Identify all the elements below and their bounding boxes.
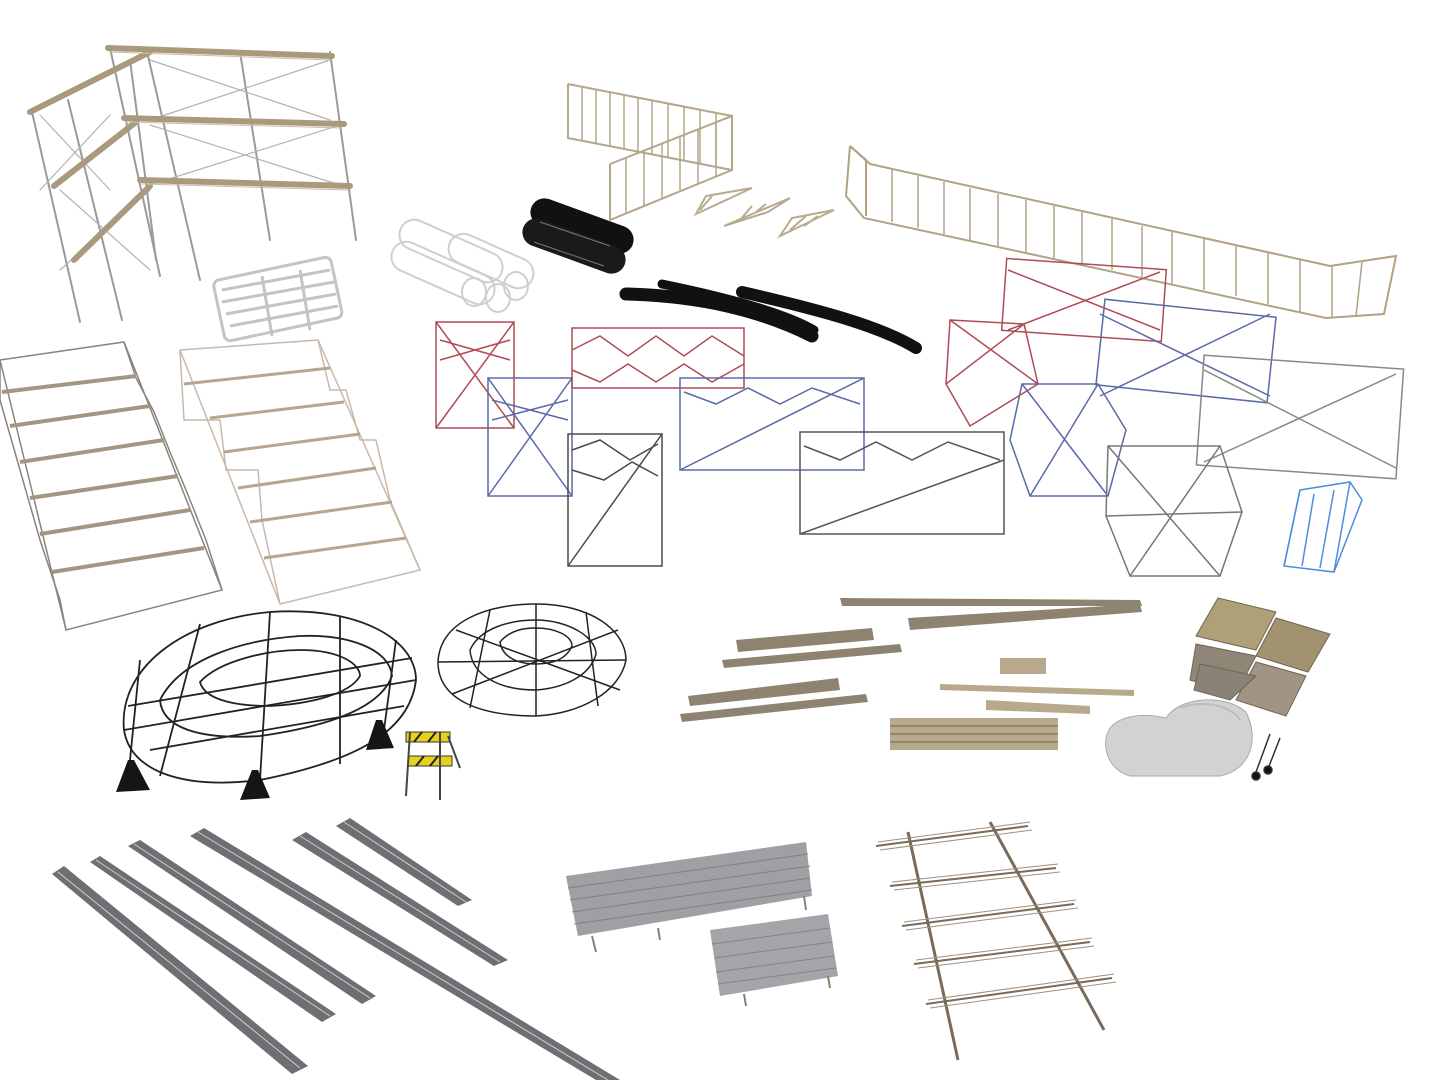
floor-plates <box>1189 597 1331 717</box>
timber-wall-frame <box>567 83 733 222</box>
black-pipe-bundle <box>522 198 634 274</box>
traffic-cones <box>116 720 394 800</box>
timber-planks <box>680 598 1142 750</box>
hand-truck <box>1251 733 1281 781</box>
box-trusses <box>435 257 1405 577</box>
black-hoses <box>619 279 922 354</box>
stair-frames-left <box>0 341 224 631</box>
small-dome-frame <box>437 603 627 717</box>
glass-panel-box <box>1283 481 1363 573</box>
grey-pipe-bundle <box>390 218 535 313</box>
roof-trusses <box>693 187 835 239</box>
rebar-grid <box>875 821 1117 1061</box>
concrete-panels <box>566 842 838 1007</box>
rubble-pile <box>1105 699 1253 777</box>
scaffold-tower <box>27 45 357 323</box>
long-fence-frame <box>844 145 1398 320</box>
pipe-rack <box>212 255 344 343</box>
stair-frames-right <box>178 339 422 605</box>
steel-girders <box>52 818 620 1080</box>
road-barrier <box>405 731 461 800</box>
large-dome-frame <box>122 610 417 784</box>
